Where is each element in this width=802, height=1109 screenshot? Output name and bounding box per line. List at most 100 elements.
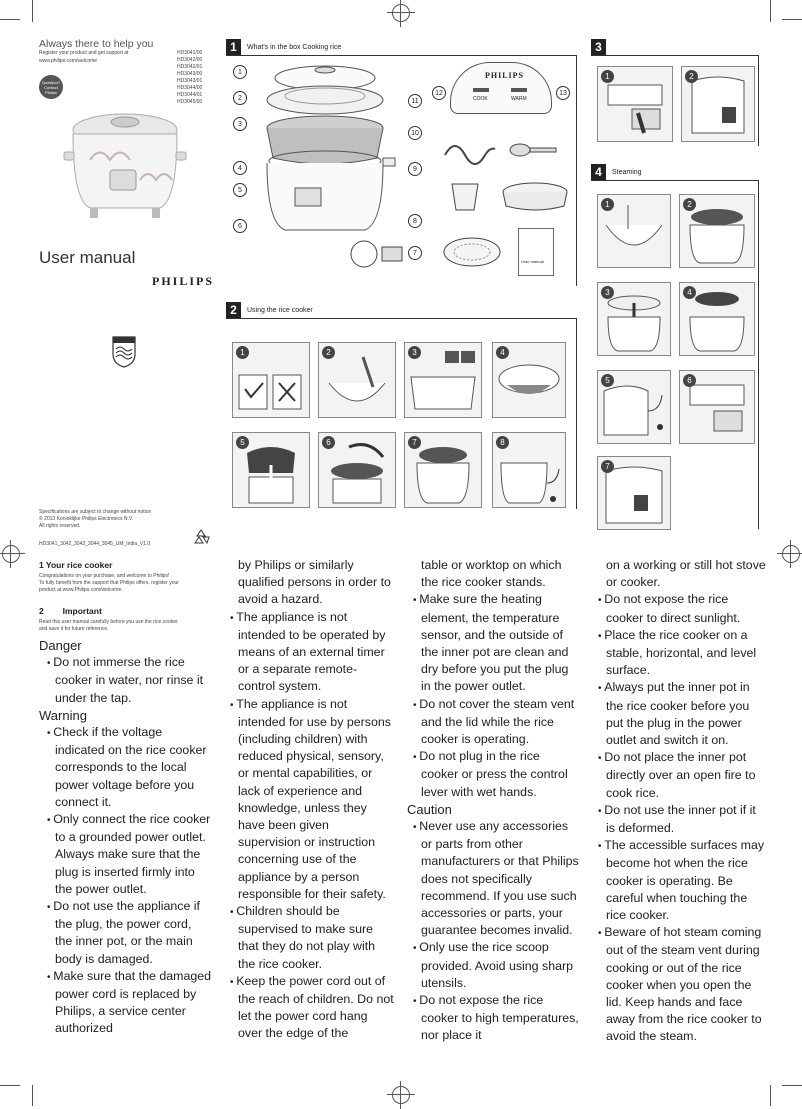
- control-panel-drawing: PHILIPS COOK WARM: [450, 62, 552, 114]
- model-number: HD3042/01: [177, 64, 203, 70]
- caution-item: The accessible surfaces may become hot w…: [590, 837, 766, 924]
- user-manual-drawing: User manual: [518, 228, 554, 276]
- model-number: HD3044/00: [177, 85, 203, 91]
- callout-9: 9: [408, 162, 422, 176]
- warm-label: WARM: [511, 96, 527, 102]
- caution-item: Only use the rice scoop provided. Avoid …: [405, 939, 580, 992]
- important-line: Read this user manual carefully before y…: [39, 619, 178, 625]
- warning-item: Make sure that the damaged power cord is…: [39, 968, 211, 1038]
- warning-item: Do not use the appliance if the plug, th…: [39, 898, 211, 968]
- callout-11: 11: [408, 94, 422, 108]
- step-tile: 3: [404, 342, 482, 418]
- rice-scoop-drawing: [508, 140, 558, 160]
- text-column-1: Danger Do not immerse the rice cooker in…: [39, 637, 211, 1038]
- model-list: HD3041/00 HD3042/00 HD3042/01 HD3043/00 …: [177, 50, 217, 106]
- callout-6: 6: [233, 219, 247, 233]
- step-tile: 3: [597, 282, 671, 356]
- power-cord-drawing: [440, 135, 500, 165]
- continued-text: table or worktop on which the rice cooke…: [421, 558, 562, 590]
- crop-mark: [782, 19, 802, 20]
- warning-heading: Warning: [39, 707, 87, 723]
- step-tile: 6: [679, 370, 755, 444]
- callout-7: 7: [408, 246, 422, 260]
- philips-shield-icon: [111, 334, 137, 368]
- section-number: 1: [226, 39, 241, 55]
- warning-item: Only connect the rice cooker to a ground…: [39, 811, 211, 898]
- caution-item: Do not expose the rice cooker to high te…: [405, 992, 580, 1045]
- registration-mark-icon: [0, 540, 25, 568]
- crop-mark: [770, 0, 771, 22]
- callout-1: 1: [233, 65, 247, 79]
- step-number: 2: [322, 346, 335, 359]
- cover-register-line: Register your product and get support at: [39, 50, 129, 56]
- step-number: 5: [236, 436, 249, 449]
- warning-item: Keep the power cord out of the reach of …: [222, 973, 394, 1043]
- crop-mark: [32, 0, 33, 22]
- step-number: 6: [683, 374, 696, 387]
- step-number: 2: [683, 198, 696, 211]
- step-tile: 5: [232, 432, 310, 508]
- warning-item: Make sure the heating element, the tempe…: [405, 591, 580, 695]
- text-column-4: on a working or still hot stove or cooke…: [590, 557, 766, 1046]
- danger-heading: Danger: [39, 638, 82, 653]
- step-number: 6: [322, 436, 335, 449]
- step-number: 2: [685, 70, 698, 83]
- step-number: 5: [601, 374, 614, 387]
- step-tile: 1: [597, 66, 673, 142]
- callout-8: 8: [408, 214, 422, 228]
- crop-mark: [0, 19, 20, 20]
- caution-heading: Caution: [407, 801, 452, 817]
- spec-line: Specifications are subject to change wit…: [39, 509, 152, 515]
- crop-mark: [0, 1085, 20, 1086]
- warning-item: Check if the voltage indicated on the ri…: [39, 724, 211, 811]
- step-tile: 7: [597, 456, 671, 530]
- model-number: HD3045/00: [177, 99, 203, 105]
- step-tile: 2: [318, 342, 396, 418]
- intro-line: Congratulations on your purchase, and we…: [39, 573, 170, 579]
- caution-item: Do not expose the rice cooker to direct …: [590, 591, 766, 626]
- steam-tray-drawing: [500, 180, 570, 216]
- step-tile: 4: [492, 342, 566, 418]
- crop-mark: [770, 1085, 771, 1106]
- section-number: 4: [591, 164, 606, 180]
- text-column-2: by Philips or similarly qualified person…: [222, 557, 394, 1043]
- step-number: 3: [601, 286, 614, 299]
- model-number: HD3042/00: [177, 57, 203, 63]
- cover-tagline: Always there to help you: [39, 38, 154, 50]
- section-4-header: 4 Steaming: [591, 164, 642, 180]
- caution-item: Place the rice cooker on a stable, horiz…: [590, 627, 766, 680]
- callout-2: 2: [233, 91, 247, 105]
- spec-line: © 2013 Koninklijke Philips Electronics N…: [39, 516, 134, 522]
- callout-4: 4: [233, 161, 247, 175]
- step-number: 3: [408, 346, 421, 359]
- cover-url[interactable]: www.philips.com/welcome: [39, 58, 98, 64]
- warning-item: Do not cover the steam vent and the lid …: [405, 696, 580, 749]
- step-number: 8: [496, 436, 509, 449]
- callout-10: 10: [408, 126, 422, 140]
- philips-logo: PHILIPS: [152, 274, 215, 288]
- step-tile: 1: [597, 194, 671, 268]
- section-3-frame: [591, 55, 759, 146]
- section-2-frame: [226, 318, 577, 509]
- danger-item: Do not immerse the rice cooker in water,…: [39, 654, 211, 707]
- cover-title: User manual: [39, 248, 136, 267]
- step-number: 1: [601, 198, 614, 211]
- step-number: 7: [601, 460, 614, 473]
- intro-text: Congratulations on your purchase, and we…: [39, 573, 179, 594]
- continued-text: on a working or still hot stove or cooke…: [606, 558, 766, 590]
- user-manual-label: User manual: [521, 259, 544, 264]
- section-3-header: 3: [591, 39, 612, 55]
- intro-line: To fully benefit from the support that P…: [39, 580, 179, 586]
- intro-heading: 1 Your rice cooker: [39, 560, 113, 570]
- registration-mark-icon: [777, 540, 802, 568]
- important-heading: 2 Important: [39, 606, 102, 616]
- step-tile: 2: [681, 66, 755, 142]
- model-number: HD3041/00: [177, 50, 203, 56]
- caution-item: Do not use the inner pot if it is deform…: [590, 802, 766, 837]
- step-number: 4: [683, 286, 696, 299]
- contact-philips-badge: Question? Contact Philips: [39, 75, 63, 99]
- recycle-icon: [192, 528, 210, 546]
- important-text: Read this user manual carefully before y…: [39, 619, 178, 633]
- section-4-frame: [591, 180, 759, 529]
- model-number: HD3043/01: [177, 78, 203, 84]
